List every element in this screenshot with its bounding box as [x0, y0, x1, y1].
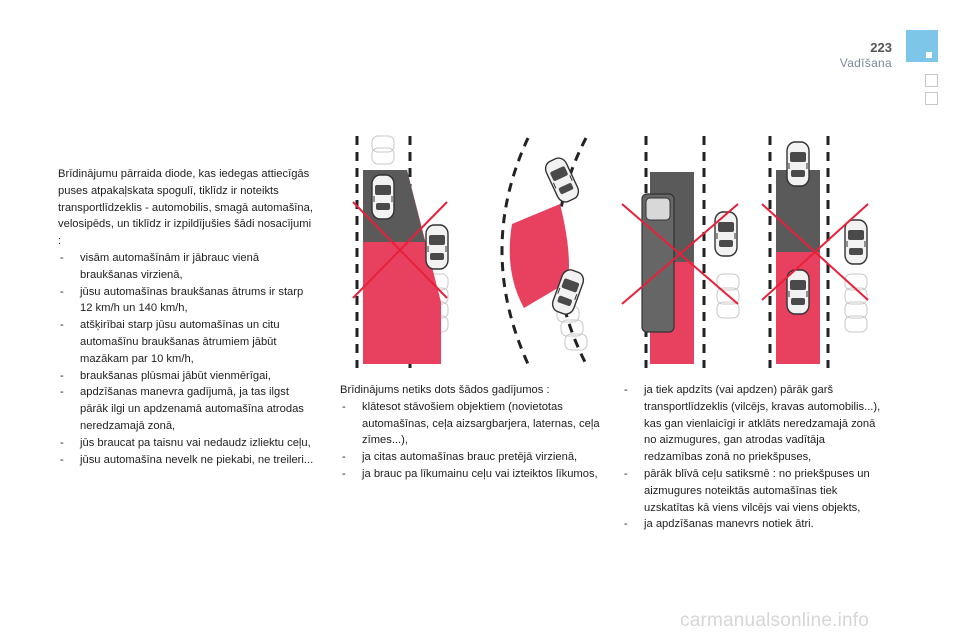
list-item: ja citas automašīnas brauc pretējā virzi…	[340, 449, 610, 466]
column-conditions: Brīdinājumu pārraida diode, kas iedegas …	[58, 166, 316, 468]
chapter-tab[interactable]	[925, 92, 938, 105]
conditions-intro: Brīdinājumu pārraida diode, kas iedegas …	[58, 168, 313, 248]
list-item: jūs braucat pa taisnu vai nedaudz izliek…	[58, 435, 316, 452]
figure-dense-traffic	[761, 136, 869, 368]
list-item: ja brauc pa līkumainu ceļu vai izteiktos…	[340, 466, 610, 483]
list-item: apdzīšanas manevra gadījumā, ja tas ilgs…	[58, 384, 316, 434]
chapter-tab[interactable]	[925, 74, 938, 87]
column-exceptions: Brīdinājums netiks dots šādos gadījumos …	[340, 382, 610, 483]
tab-square-icon	[926, 52, 932, 58]
list-item: ja tiek apdzīts (vai apdzen) pārāk garš …	[622, 382, 884, 466]
list-item: jūsu automašīna nevelk ne piekabi, ne tr…	[58, 452, 316, 469]
list-item: klātesot stāvošiem objektiem (novietotas…	[340, 399, 610, 449]
watermark: carmanualsonline.info	[680, 610, 870, 631]
figure-blind-spot-alert	[352, 135, 449, 368]
conditions-list: visām automašīnām ir jābrauc vienā brauk…	[58, 250, 316, 468]
column-exceptions-continued: ja tiek apdzīts (vai apdzen) pārāk garš …	[622, 382, 884, 533]
list-item: atšķirībai starp jūsu automašīnas un cit…	[58, 317, 316, 367]
list-item: braukšanas plūsmai jābūt vienmērīgai,	[58, 368, 316, 385]
chapter-tab-active[interactable]	[906, 30, 938, 62]
figure-long-vehicle	[621, 136, 740, 368]
list-item: visām automašīnām ir jābrauc vienā brauk…	[58, 250, 316, 284]
exceptions-list: klātesot stāvošiem objektiem (novietotas…	[340, 399, 610, 483]
exceptions-intro: Brīdinājums netiks dots šādos gadījumos …	[340, 384, 550, 396]
list-item: pārāk blīvā ceļu satiksmē : no priekšpus…	[622, 466, 884, 516]
page-number: 223	[870, 40, 892, 55]
exceptions-list-continued: ja tiek apdzīts (vai apdzen) pārāk garš …	[622, 382, 884, 533]
list-item: ja apdzīšanas manevrs notiek ātri.	[622, 516, 884, 533]
section-title: Vadīšana	[839, 56, 892, 70]
figure-curved-road	[500, 137, 588, 365]
list-item: jūsu automašīnas braukšanas ātrums ir st…	[58, 284, 316, 318]
